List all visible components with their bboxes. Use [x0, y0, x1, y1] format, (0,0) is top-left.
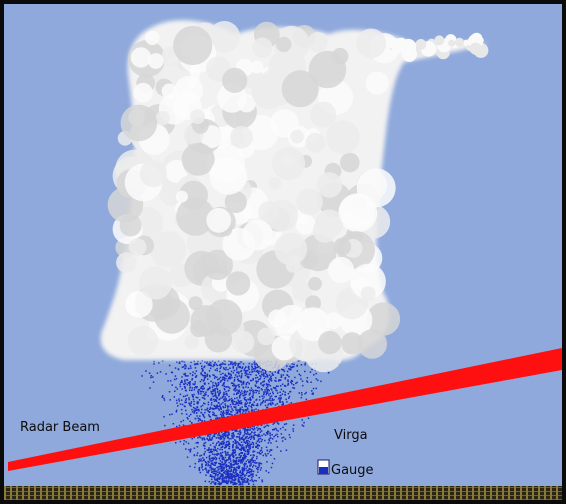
rain-gauge-icon — [317, 459, 330, 475]
radar-beam-label: Radar Beam — [20, 420, 100, 435]
virga-label: Virga — [334, 428, 368, 443]
cloud — [100, 20, 489, 373]
cloud-scene — [8, 20, 562, 486]
gauge-label: Gauge — [331, 463, 374, 478]
ground-strip — [4, 486, 562, 500]
radar-beam — [8, 348, 562, 471]
